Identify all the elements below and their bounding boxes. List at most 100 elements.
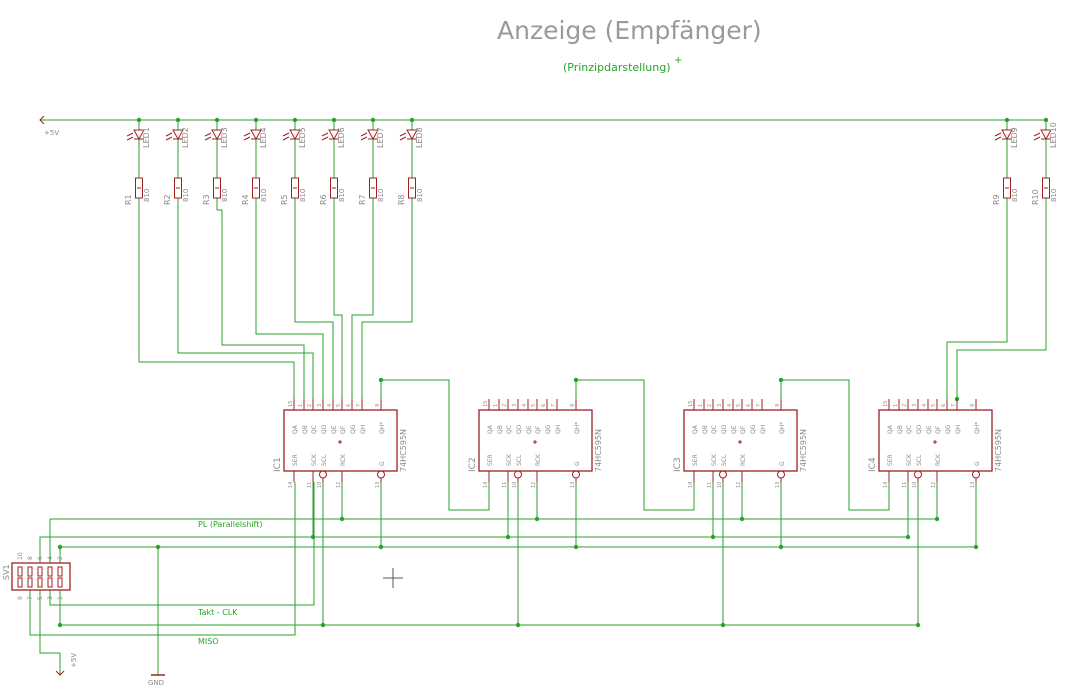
ic-pin-number: 3 — [317, 404, 323, 407]
connector-pin-number: 8 — [27, 556, 34, 560]
ic-pin-label: QC — [906, 425, 913, 434]
clk-wire — [39, 482, 315, 563]
junction-dot — [505, 534, 511, 540]
ic-pin-number: 5 — [531, 404, 537, 407]
inverted-pin-bubble — [719, 470, 727, 479]
led-label: LED5 — [298, 127, 307, 148]
resistor-symbol — [330, 177, 338, 199]
junction-dot — [778, 544, 784, 550]
resistor-symbol — [408, 177, 416, 199]
ic-pin-label: QC — [506, 425, 513, 434]
ic-part: 74HC595N — [594, 429, 603, 472]
connector-pin-number: 7 — [27, 596, 34, 600]
sck-bus — [314, 482, 909, 538]
ic-pin-number: 2 — [502, 404, 508, 407]
shift-register-body — [683, 409, 798, 472]
junction-dot — [378, 377, 384, 383]
ic-pin-label: QE — [331, 425, 338, 434]
junction-dot — [934, 516, 940, 522]
led-light-icon — [243, 132, 251, 137]
ic-pin-label: SCL — [321, 454, 328, 466]
ic-pin-number: 1 — [298, 404, 304, 407]
led-light-icon — [360, 132, 368, 137]
led-light-icon — [1033, 136, 1041, 141]
resistor-value: 810 — [1050, 189, 1058, 202]
ic-pin-number: 11 — [307, 482, 313, 488]
shift-register-body — [283, 409, 398, 472]
resistor-value: 810 — [377, 189, 385, 202]
ic-pin-label: QD — [916, 424, 923, 434]
ic-pin-number: 5 — [736, 404, 742, 407]
ic-pin-number: 11 — [502, 482, 508, 488]
led-light-icon — [994, 136, 1002, 141]
ic-pin-number: 6 — [346, 404, 352, 407]
led-light-icon — [399, 132, 407, 137]
led-light-icon — [165, 136, 173, 141]
ic-pin-number: 12 — [336, 482, 342, 488]
ic-pin-number: 7 — [756, 404, 762, 407]
ic-pin-label: SCL — [916, 454, 923, 466]
ic-pin-label: QH — [555, 425, 562, 434]
junction-dot — [915, 622, 921, 628]
ic-pin-label: QB — [302, 425, 309, 434]
connector-pin — [47, 566, 53, 577]
resistor-symbol — [213, 177, 221, 199]
resistor-symbol — [291, 177, 299, 199]
led-symbol — [367, 129, 379, 141]
resistor-label: R6 — [319, 194, 328, 205]
junction-dot — [155, 544, 161, 550]
resistor-value: 810 — [299, 189, 307, 202]
connector-pin-number: 4 — [47, 556, 54, 560]
scl-wire — [59, 590, 323, 626]
ic-pin-label: SER — [692, 454, 699, 466]
connector-pin — [57, 577, 63, 588]
inverted-pin-bubble — [914, 470, 922, 479]
net-label-clk: Takt - CLK — [197, 608, 238, 617]
ic-pin-label: QF — [740, 425, 747, 434]
ic-pin-number: 4 — [727, 404, 733, 407]
supply-arrow-icon — [55, 670, 65, 676]
ic-pin-number: 7 — [551, 404, 557, 407]
ic-pin-label: RCK — [740, 453, 747, 466]
led-light-icon — [126, 132, 134, 137]
resistor-label: R3 — [202, 194, 211, 205]
connector-pin-number: 5 — [37, 596, 44, 600]
ic-pin-label: QG — [945, 424, 952, 434]
supply-label-top: +5V — [44, 129, 59, 137]
ic-pin-number: 13 — [375, 482, 381, 488]
ic-pin-number: 12 — [531, 482, 537, 488]
led-light-icon — [282, 136, 290, 141]
ic-pin-label: SCK — [711, 453, 718, 466]
junction-dot — [573, 544, 579, 550]
subtitle-mark: + — [674, 55, 683, 66]
led-light-icon — [126, 136, 134, 141]
ic-pin-number: 9 — [570, 404, 576, 407]
resistor-label: R1 — [124, 194, 133, 205]
connector-pin — [17, 566, 23, 577]
ic-name: IC4 — [868, 457, 878, 472]
ground-label: GND — [148, 679, 164, 687]
led-symbol — [211, 129, 223, 141]
ic-part: 74HC595N — [399, 429, 408, 472]
ic-pin-number: 6 — [541, 404, 547, 407]
junction-dot — [339, 516, 345, 522]
pl-bus — [50, 482, 938, 520]
inverted-pin-bubble — [572, 470, 580, 479]
ic-pin-label: QA — [692, 424, 699, 434]
ic-pin-label: QD — [516, 424, 523, 434]
ic-pin-number: 15 — [688, 401, 694, 407]
miso-wire — [29, 482, 296, 636]
part-layer — [11, 115, 1052, 676]
resistor-value: 810 — [182, 189, 190, 202]
resistor-value: 810 — [416, 189, 424, 202]
junction-dot — [534, 516, 540, 522]
ic-pin-number: 9 — [375, 404, 381, 407]
connector-pin — [27, 577, 33, 588]
ic-pin-number: 14 — [688, 482, 694, 488]
junction-dot — [905, 534, 911, 540]
ic-pin-label: SCK — [506, 453, 513, 466]
ic-pin-label: QB — [497, 425, 504, 434]
ic-pin-number: 9 — [775, 404, 781, 407]
led-driver-wire — [177, 210, 314, 399]
